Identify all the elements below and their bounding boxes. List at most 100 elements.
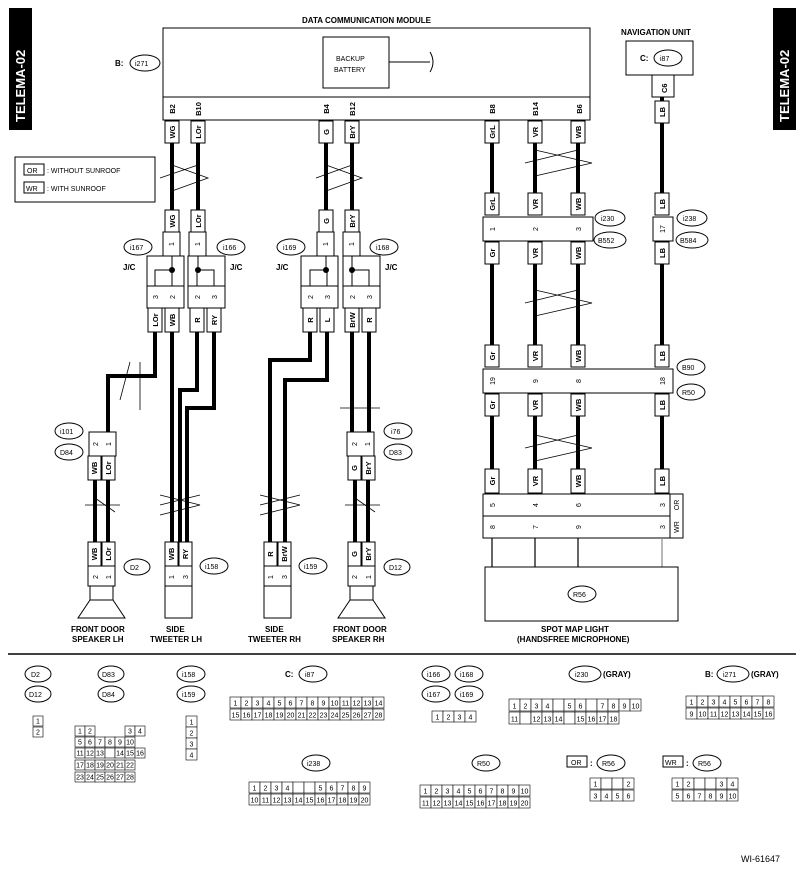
wire-label-lb-top: LB — [658, 106, 667, 117]
wire-label-wb-mid: WB — [574, 197, 583, 210]
face-i230-pin: 18 — [610, 717, 618, 724]
side-tag-left: TELEMA-02 — [13, 50, 28, 122]
face-i238-pin: 18 — [339, 798, 347, 805]
r56-pin5: 5 — [490, 503, 497, 507]
r56-pin7: 7 — [533, 525, 540, 529]
lp-r50: R50 — [477, 761, 490, 768]
fdl-label-1: FRONT DOOR — [71, 625, 125, 634]
face-r56-wr-cell — [693, 777, 706, 790]
dcm-prefix: B: — [115, 59, 123, 68]
d12-pin2: 2 — [352, 575, 359, 579]
lp-or: OR — [571, 760, 582, 767]
wire-label-lor-jc-out: LOr — [151, 313, 160, 326]
face-i87-pin: 12 — [353, 701, 361, 708]
wire-label-gr-b90b: Gr — [488, 401, 497, 410]
face-i238-pin: 20 — [361, 798, 369, 805]
face-i271-pin: 5 — [734, 700, 738, 707]
wire-label-bry-jc: BrY — [348, 214, 357, 227]
stl-label-2: TWEETER LH — [150, 635, 202, 644]
d2-pin2: 2 — [93, 575, 100, 579]
r56-pin3b: 3 — [660, 525, 667, 529]
face-r56-wr-pin: 10 — [729, 794, 737, 801]
wire-label-lor-d2: LOr — [104, 547, 113, 560]
wire-label-vr-r56: VR — [531, 475, 540, 486]
legend-or-code: OR — [27, 168, 38, 175]
nav-pin-c6: C6 — [660, 83, 669, 93]
face-d2-pin: 1 — [36, 719, 40, 726]
face-d83-cell — [124, 736, 136, 748]
wire-label-lor-top: LOr — [194, 125, 203, 138]
wire-label-grl-mid: GrL — [488, 197, 497, 211]
face-i271-pin: 4 — [723, 700, 727, 707]
face-d83-pin: 9 — [118, 740, 122, 747]
face-i87-pin: 18 — [265, 713, 273, 720]
wire-label-lor-jc: LOr — [194, 214, 203, 227]
face-d83-pin: 4 — [138, 729, 142, 736]
face-i166-pin: 3 — [458, 715, 462, 722]
wire-label-l-jc-out: L — [323, 317, 332, 322]
conn-b552: B552 — [598, 238, 614, 245]
face-r50-pin: 3 — [446, 789, 450, 796]
face-d83-pin: 7 — [98, 740, 102, 747]
spot-map-conn: R56 — [573, 592, 586, 599]
conn-d83: D83 — [389, 450, 402, 457]
face-i271-pin: 9 — [690, 712, 694, 719]
lp-i271: i271 — [723, 672, 736, 679]
wire-label-wb-r56: WB — [574, 474, 583, 487]
lp-i158: i158 — [182, 672, 195, 679]
face-i230-pin: 17 — [599, 717, 607, 724]
conn-d12: D12 — [389, 565, 402, 572]
face-i230-pin: 2 — [524, 704, 528, 711]
wire-label-wb-d84: WB — [90, 461, 99, 474]
face-i238-pin: 4 — [286, 786, 290, 793]
wire-label-g-jc: G — [322, 218, 331, 224]
face-i87-cell — [372, 708, 385, 721]
wire-label-wb-d2: WB — [90, 547, 99, 560]
face-i238-pin: 1 — [253, 786, 257, 793]
conn-r50: R50 — [682, 390, 695, 397]
face-i238-pin: 5 — [319, 786, 323, 793]
b90-r50-connector — [482, 368, 674, 394]
d12-pin1: 1 — [366, 575, 373, 579]
face-i230-pin: 16 — [588, 717, 596, 724]
face-i238-pin: 12 — [273, 798, 281, 805]
dcm-pin-b12: B12 — [348, 102, 357, 116]
conn-i76: i76 — [391, 429, 400, 436]
face-i230-cell — [585, 698, 598, 712]
wire-label-wb-jc-out: WB — [168, 313, 177, 326]
face-r56-or-pin: 6 — [627, 794, 631, 801]
fdl-label-2: SPEAKER LH — [72, 635, 124, 644]
face-i87-pin: 3 — [256, 701, 260, 708]
conn-i230: i230 — [601, 216, 614, 223]
face-i87-pin: 2 — [245, 701, 249, 708]
dcm-title: DATA COMMUNICATION MODULE — [302, 16, 432, 25]
face-i271-pin: 1 — [690, 700, 694, 707]
conn-b90: B90 — [682, 365, 695, 372]
wire-label-bry-d83: BrY — [364, 461, 373, 474]
nav-title: NAVIGATION UNIT — [621, 28, 691, 37]
side-tag-right: TELEMA-02 — [777, 50, 792, 122]
face-d83-cell — [124, 759, 136, 771]
wire-label-grl-top: GrL — [488, 125, 497, 139]
face-r56-wr-cell — [726, 777, 739, 790]
face-i87-pin: 13 — [364, 701, 372, 708]
backup-battery-l2: BATTERY — [334, 67, 366, 74]
face-i166-cell — [464, 710, 477, 723]
face-i238-pin: 3 — [275, 786, 279, 793]
lp-i166: i166 — [427, 672, 440, 679]
face-r56-or-pin: 3 — [594, 794, 598, 801]
face-i271-pin: 6 — [745, 700, 749, 707]
face-i87-pin: 24 — [331, 713, 339, 720]
face-i158-pin: 1 — [190, 720, 194, 727]
face-d83-pin: 1 — [78, 729, 82, 736]
face-i87-pin: 8 — [311, 701, 315, 708]
conn-i238: i238 — [683, 216, 696, 223]
face-i87-pin: 10 — [331, 701, 339, 708]
face-i230-pin: 12 — [533, 717, 541, 724]
wire-label-r-jc-out-3: R — [365, 317, 374, 323]
face-i166-pin: 1 — [436, 715, 440, 722]
face-i166-pin: 2 — [447, 715, 451, 722]
d2-pin1: 1 — [106, 575, 113, 579]
sunroof-legend — [14, 156, 156, 203]
face-r56-or-pin: 5 — [616, 794, 620, 801]
